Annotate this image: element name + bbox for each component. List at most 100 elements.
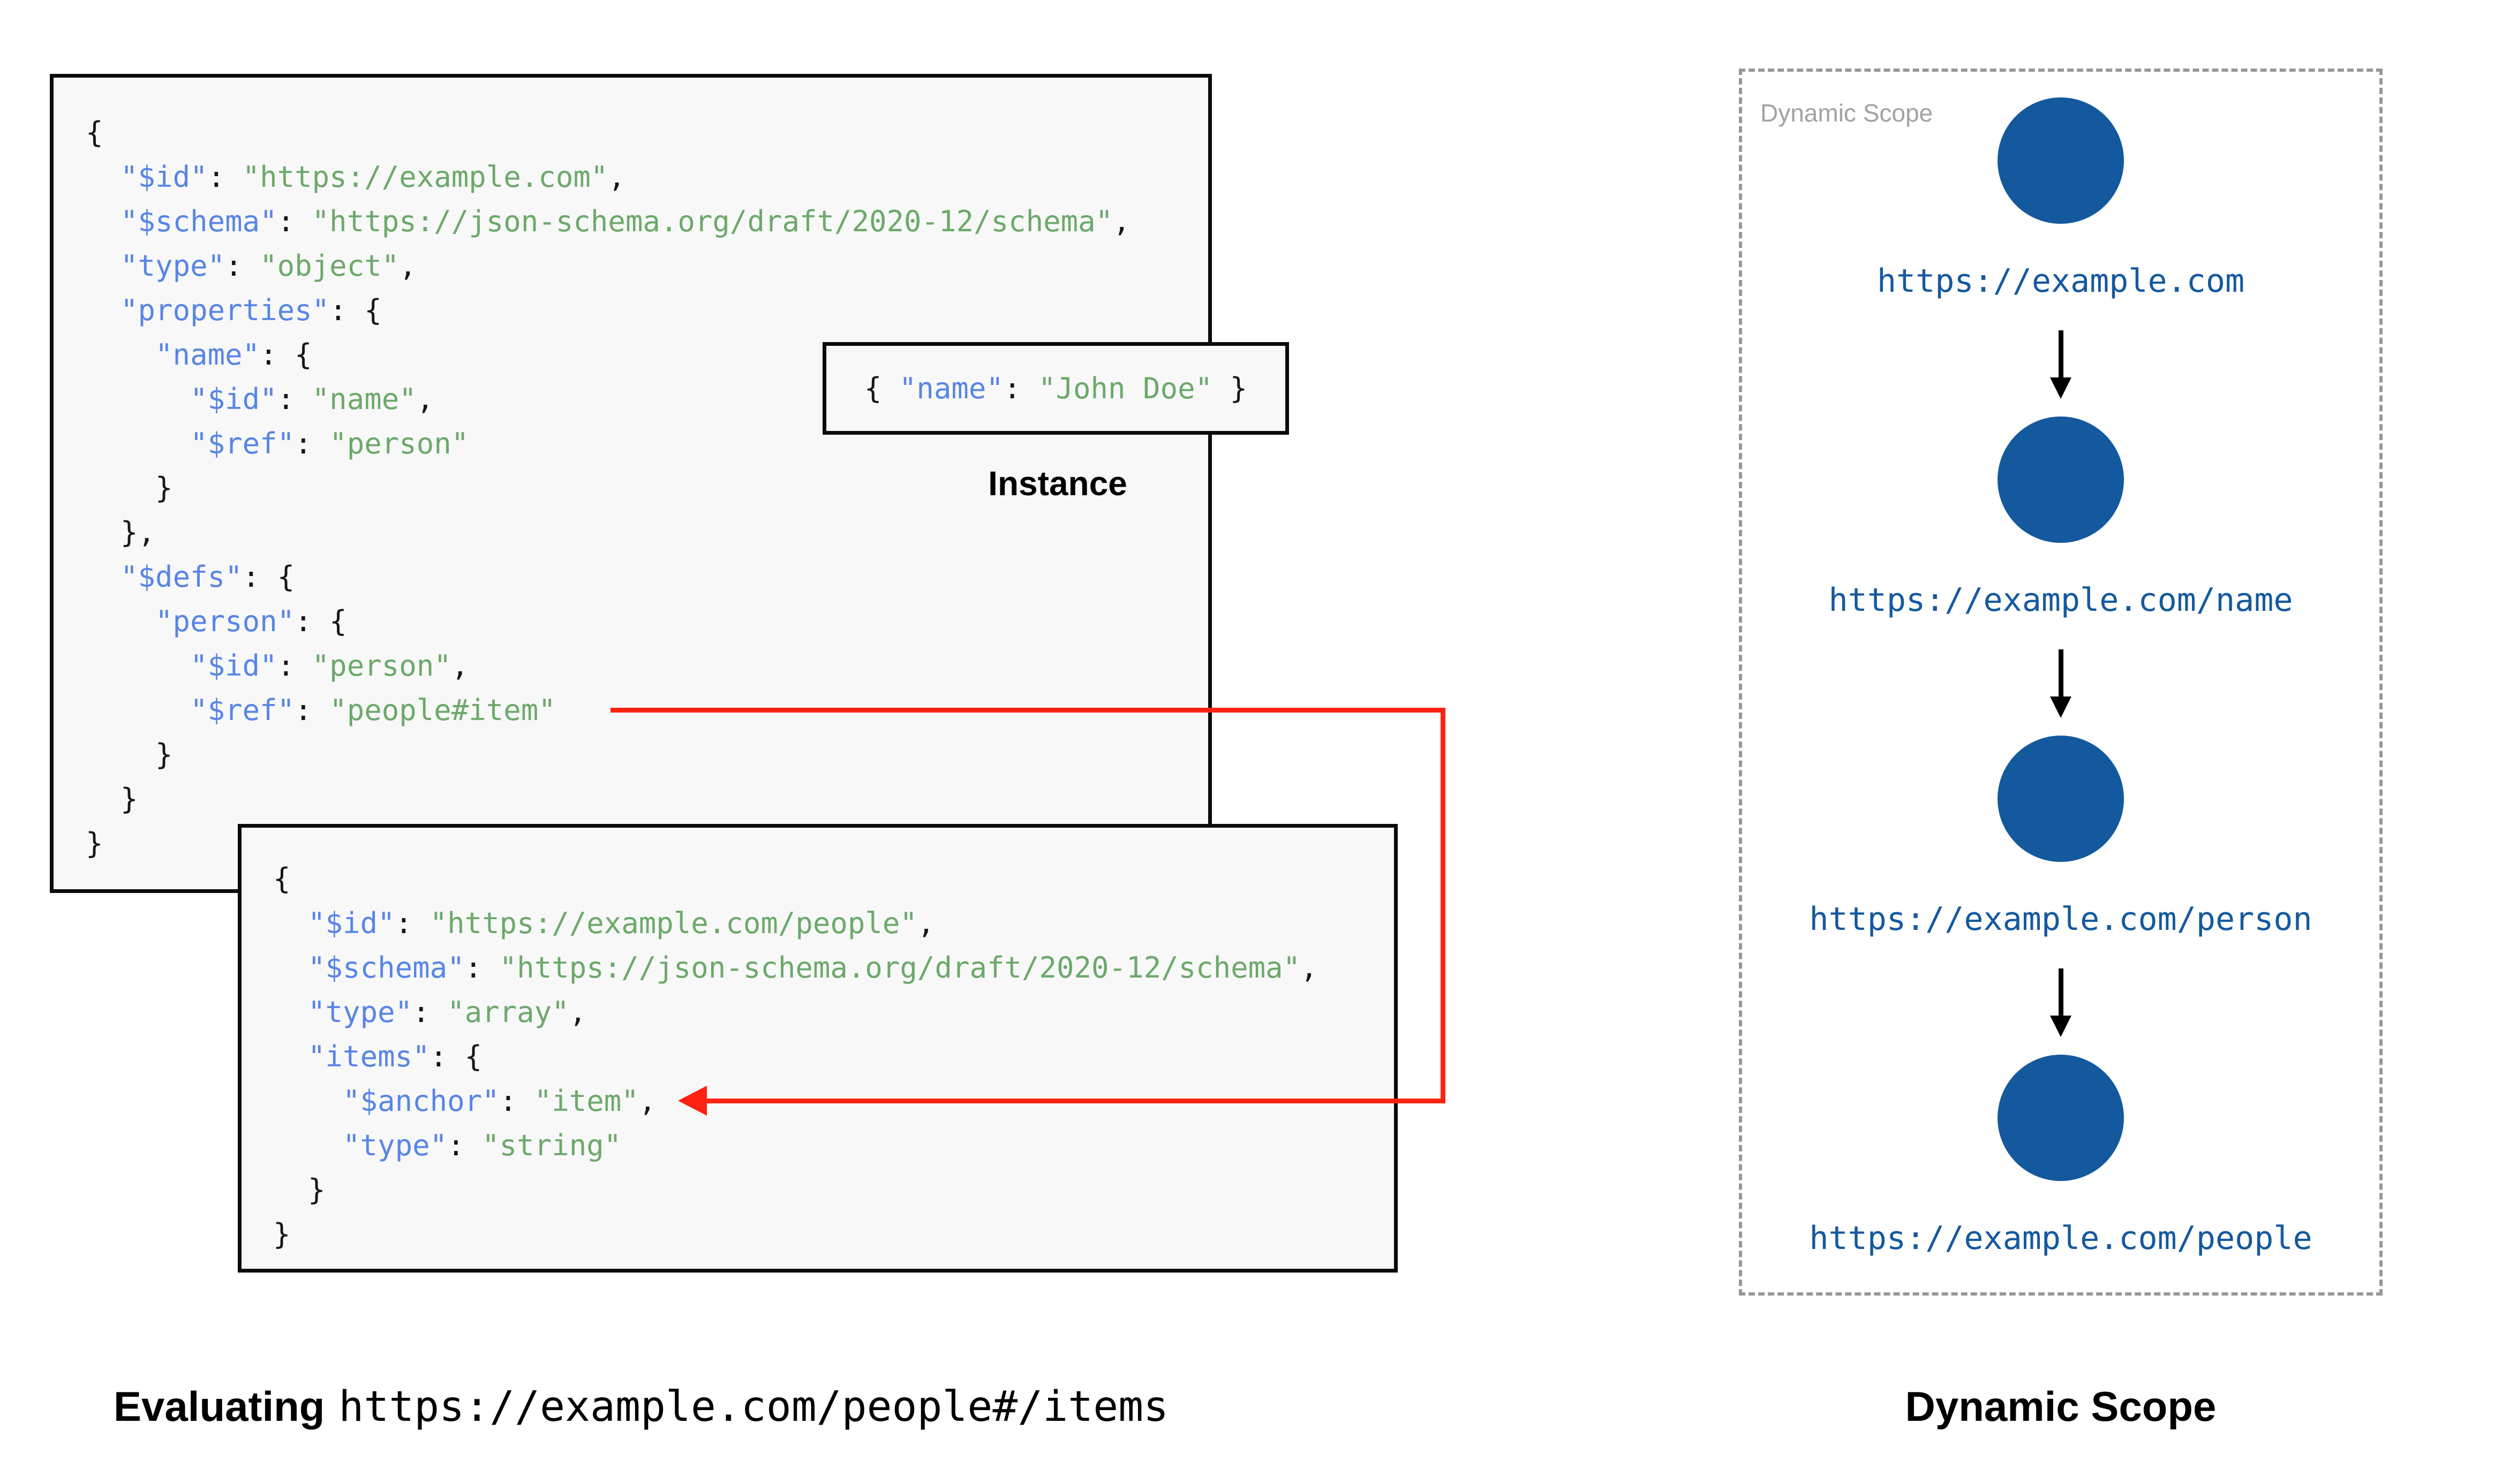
code-line: {: [86, 110, 1131, 155]
code-token-punctuation: ,: [608, 160, 626, 194]
code-token-punctuation: [86, 249, 120, 283]
code-token-punctuation: :: [447, 1129, 483, 1162]
code-line: "properties": {: [86, 288, 1131, 332]
code-token-punctuation: [86, 693, 190, 727]
code-token-string: "https://example.com/people": [429, 906, 917, 940]
code-token-punctuation: :: [277, 649, 312, 683]
code-token-key: "$anchor": [343, 1084, 500, 1118]
code-line: "$anchor": "item",: [273, 1079, 1318, 1123]
code-token-punctuation: [273, 951, 308, 985]
code-token-punctuation: }: [1212, 372, 1248, 405]
scope-arrowhead-3-icon: [2050, 1016, 2071, 1037]
code-token-key: "items": [308, 1040, 430, 1073]
ref-arrow-bottom-segment: [706, 1099, 1445, 1103]
scope-arrowhead-1-icon: [2050, 377, 2071, 399]
code-token-punctuation: : {: [260, 338, 312, 372]
code-token-punctuation: ,: [416, 382, 434, 416]
code-token-key: "name": [899, 372, 1004, 405]
code-token-punctuation: [86, 338, 155, 372]
code-line: "$defs": {: [86, 555, 1131, 599]
evaluating-caption-label: Evaluating: [114, 1383, 325, 1430]
code-token-punctuation: :: [277, 382, 312, 416]
code-line: "name": {: [86, 332, 1131, 377]
code-line: "type": "string": [273, 1123, 1318, 1168]
code-token-punctuation: :: [1003, 372, 1038, 405]
code-token-punctuation: }: [86, 738, 173, 771]
code-token-punctuation: [273, 1084, 343, 1118]
code-line: "$id": "person",: [86, 643, 1131, 688]
code-line: }: [86, 821, 1131, 866]
code-token-punctuation: [86, 205, 120, 238]
code-token-punctuation: [86, 649, 190, 683]
code-token-punctuation: : {: [429, 1040, 483, 1073]
scope-node-url-1: https://example.com: [1877, 262, 2245, 300]
code-token-punctuation: ,: [917, 906, 935, 940]
code-line: "person": {: [86, 599, 1131, 643]
code-line: "$schema": "https://json-schema.org/draf…: [273, 945, 1318, 990]
code-token-punctuation: : {: [329, 293, 382, 327]
code-line: }: [273, 1212, 1318, 1256]
code-token-punctuation: [273, 1129, 343, 1162]
scope-arrowhead-2-icon: [2050, 696, 2071, 718]
code-token-punctuation: :: [464, 951, 500, 985]
code-token-punctuation: }: [273, 1173, 326, 1207]
code-token-key: "$id": [308, 906, 395, 940]
code-token-string: "https://json-schema.org/draft/2020-12/s…: [312, 205, 1113, 238]
code-token-punctuation: [273, 1040, 308, 1073]
scope-arrow-1: [2059, 330, 2063, 380]
code-token-key: "type": [120, 249, 225, 283]
scope-arrow-3: [2059, 968, 2063, 1018]
code-token-string: "John Doe": [1038, 372, 1213, 405]
code-token-punctuation: ,: [569, 995, 587, 1029]
code-line: "$ref": "people#item": [86, 688, 1131, 732]
code-token-punctuation: }: [86, 471, 173, 505]
code-token-key: "type": [308, 995, 413, 1029]
code-line: }: [86, 732, 1131, 777]
code-token-punctuation: [273, 906, 308, 940]
code-token-punctuation: : {: [242, 560, 295, 594]
code-token-punctuation: [86, 160, 120, 194]
scope-node-circle-4: [1998, 1055, 2124, 1181]
dynamic-scope-watermark: Dynamic Scope: [1760, 99, 1933, 127]
code-token-key: "$ref": [190, 693, 295, 727]
scope-arrow-2: [2059, 649, 2063, 699]
code-token-string: "object": [260, 249, 400, 283]
code-token-string: "https://example.com": [242, 160, 608, 194]
code-token-punctuation: [273, 995, 308, 1029]
code-line: "$ref": "person": [86, 421, 1131, 466]
dynamic-scope-title: Dynamic Scope: [1905, 1383, 2217, 1430]
code-token-punctuation: :: [207, 160, 243, 194]
scope-node-circle-2: [1998, 417, 2124, 543]
instance-box: { "name": "John Doe" }: [823, 342, 1289, 435]
code-token-punctuation: {: [86, 116, 103, 149]
code-line: "type": "object",: [86, 244, 1131, 288]
code-token-punctuation: }: [86, 827, 103, 860]
code-token-punctuation: {: [273, 862, 291, 896]
code-token-punctuation: [86, 560, 120, 594]
code-line: { "name": "John Doe" }: [864, 366, 1247, 411]
code-token-key: "$ref": [190, 427, 295, 460]
code-token-string: "item": [534, 1084, 639, 1118]
scope-node-url-3: https://example.com/person: [1809, 900, 2312, 938]
code-token-punctuation: ,: [399, 249, 417, 283]
schema-people-code: { "$id": "https://example.com/people", "…: [273, 857, 1318, 1256]
code-token-string: "person": [329, 427, 469, 460]
scope-node-url-4: https://example.com/people: [1809, 1220, 2312, 1257]
code-token-punctuation: [86, 382, 190, 416]
code-token-punctuation: {: [864, 372, 899, 405]
code-token-punctuation: :: [499, 1084, 534, 1118]
code-token-key: "$defs": [120, 560, 243, 594]
code-token-key: "$schema": [120, 205, 277, 238]
code-token-punctuation: :: [295, 693, 330, 727]
code-token-string: "person": [312, 649, 451, 683]
evaluating-caption: Evaluating https://example.com/people#/i…: [114, 1382, 1169, 1431]
code-token-key: "$id": [190, 649, 277, 683]
code-line: },: [86, 510, 1131, 555]
code-token-punctuation: [86, 427, 190, 460]
code-token-punctuation: : {: [295, 604, 347, 638]
evaluating-caption-uri: https://example.com/people#/items: [338, 1383, 1169, 1431]
code-token-key: "type": [343, 1129, 448, 1162]
code-token-punctuation: :: [225, 249, 260, 283]
code-line: {: [273, 857, 1318, 901]
scope-node-circle-3: [1998, 736, 2124, 862]
